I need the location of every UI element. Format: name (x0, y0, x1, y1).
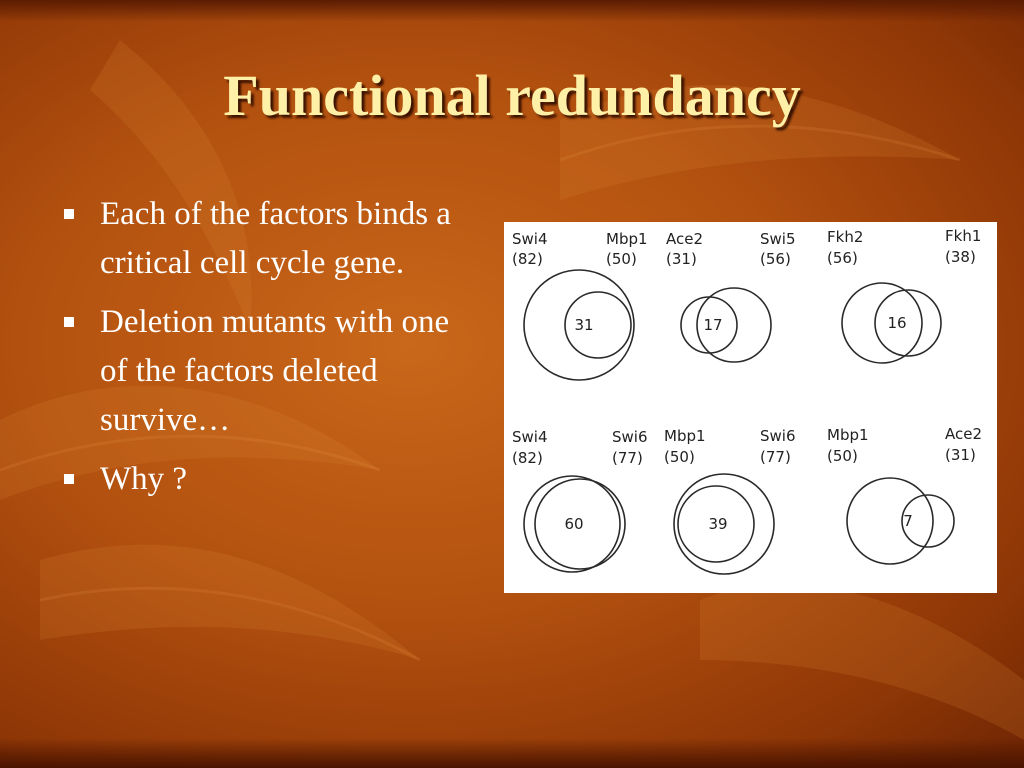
venn-overlap-count: 31 (574, 316, 593, 334)
venn-label-b-name: Swi6 (760, 427, 796, 445)
venn-circle-b (534, 478, 626, 570)
venn-label-a-count: (31) (666, 250, 697, 268)
venn-label-a-name: Mbp1 (664, 427, 706, 445)
square-bullet-icon (64, 317, 74, 327)
venn-label-b-count: (31) (945, 446, 976, 464)
venn-label-a-count: (82) (512, 449, 543, 467)
bullet-item: Deletion mutants with one of the factors… (62, 298, 482, 445)
venn-label-a-name: Swi4 (512, 230, 548, 248)
venn-label-b-name: Swi5 (760, 230, 796, 248)
venn-circle-b (673, 473, 775, 575)
venn-overlap-count: 60 (564, 515, 583, 533)
venn-circle-a (846, 477, 934, 565)
venn-label-a-name: Fkh2 (827, 228, 863, 246)
venn-label-b-count: (77) (760, 448, 791, 466)
venn-circle-a (523, 475, 621, 573)
venn-label-b-count: (77) (612, 449, 643, 467)
venn-circle-a (841, 282, 923, 364)
venn-label-b-name: Swi6 (612, 428, 648, 446)
venn-overlap-count: 7 (903, 512, 913, 530)
bottom-shadow-band (0, 738, 1024, 768)
venn-label-b-count: (56) (760, 250, 791, 268)
venn-label-a-count: (50) (664, 448, 695, 466)
slide-title: Functional redundancy (223, 63, 801, 128)
venn-label-b-count: (50) (606, 250, 637, 268)
venn-label-b-name: Mbp1 (606, 230, 648, 248)
venn-swi4-mbp1: Swi4 (82) Mbp1 (50) 31 (512, 230, 648, 381)
venn-label-a-name: Ace2 (666, 230, 703, 248)
venn-label-b-count: (38) (945, 248, 976, 266)
bullet-list: Each of the factors binds a critical cel… (62, 190, 482, 514)
venn-diagram-grid: Swi4 (82) Mbp1 (50) 31 Ace2 (31) Swi5 (5… (512, 227, 982, 575)
venn-fkh2-fkh1: Fkh2 (56) Fkh1 (38) 16 (827, 227, 981, 364)
top-shadow-band (0, 0, 1024, 22)
venn-ace2-swi5: Ace2 (31) Swi5 (56) 17 (666, 230, 796, 363)
venn-overlap-count: 17 (703, 316, 722, 334)
square-bullet-icon (64, 209, 74, 219)
venn-overlap-count: 39 (708, 515, 727, 533)
bullet-text: Deletion mutants with one of the factors… (100, 304, 450, 438)
bullet-item: Each of the factors binds a critical cel… (62, 190, 482, 288)
venn-label-a-name: Swi4 (512, 428, 548, 446)
venn-label-a-count: (50) (827, 447, 858, 465)
venn-diagram-panel: Swi4 (82) Mbp1 (50) 31 Ace2 (31) Swi5 (5… (504, 222, 997, 593)
venn-circle-a (677, 485, 755, 563)
bullet-text: Why ? (100, 461, 188, 497)
venn-circle-b (901, 494, 955, 548)
venn-circle-b (874, 289, 942, 357)
venn-circle-a (523, 269, 635, 381)
venn-mbp1-ace2: Mbp1 (50) Ace2 (31) 7 (827, 425, 982, 565)
venn-mbp1-swi6: Mbp1 (50) Swi6 (77) 39 (664, 427, 796, 575)
square-bullet-icon (64, 474, 74, 484)
venn-overlap-count: 16 (887, 314, 906, 332)
venn-label-a-count: (82) (512, 250, 543, 268)
venn-swi4-swi6: Swi4 (82) Swi6 (77) 60 (512, 428, 648, 573)
venn-label-b-name: Ace2 (945, 425, 982, 443)
bullet-text: Each of the factors binds a critical cel… (100, 196, 451, 281)
venn-label-a-name: Mbp1 (827, 426, 869, 444)
venn-circle-b (564, 291, 632, 359)
venn-circle-b (696, 287, 772, 363)
venn-label-b-name: Fkh1 (945, 227, 981, 245)
bullet-item: Why ? (62, 455, 482, 504)
venn-label-a-count: (56) (827, 249, 858, 267)
